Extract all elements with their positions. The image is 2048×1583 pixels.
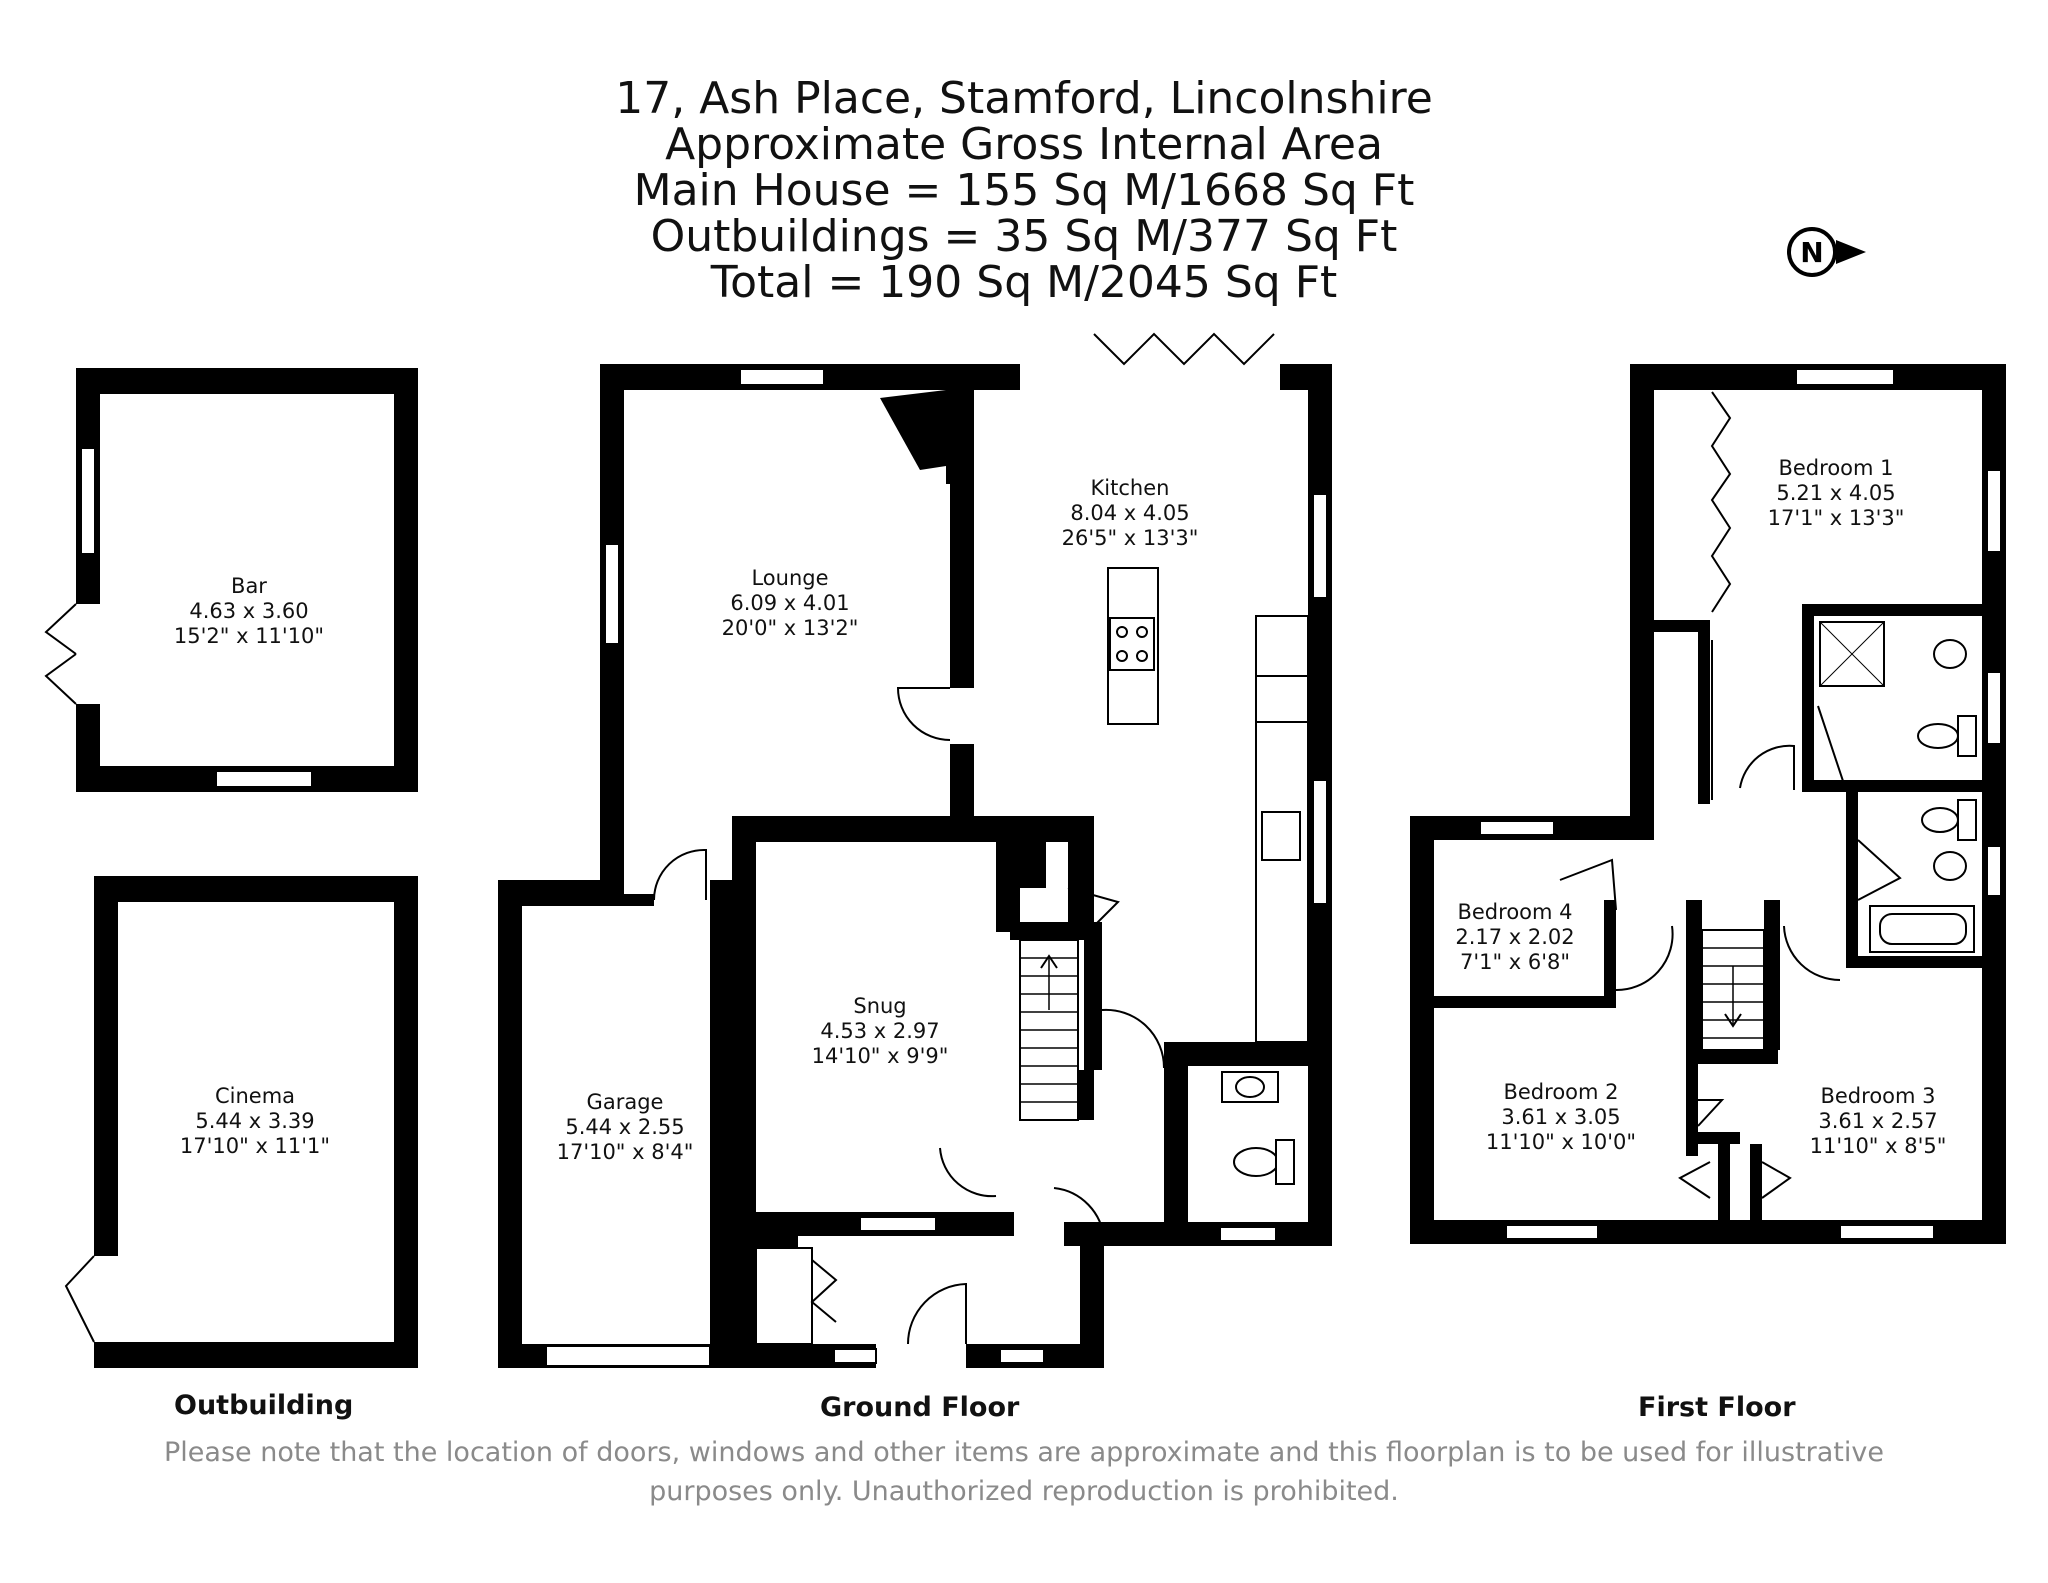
- room-cinema-metric: 5.44 x 3.39: [195, 1109, 315, 1133]
- room-bedroom-2-metric: 3.61 x 3.05: [1501, 1105, 1621, 1129]
- address-title: 17, Ash Place, Stamford, Lincolnshire: [615, 73, 1433, 124]
- cinema-walls: [94, 876, 418, 1368]
- cinema-openings: [64, 1255, 118, 1343]
- floor-label-outbuilding: Outbuilding: [174, 1390, 354, 1421]
- first-floor-openings: [1479, 368, 2002, 1240]
- room-snug-imperial: 14'10" x 9'9": [811, 1044, 949, 1068]
- room-bedroom-1-name: Bedroom 1: [1778, 456, 1894, 480]
- compass-icon: N: [1787, 227, 1866, 277]
- room-cinema-imperial: 17'10" x 11'1": [179, 1134, 331, 1158]
- room-lounge-name: Lounge: [751, 566, 829, 590]
- room-kitchen-imperial: 26'5" x 13'3": [1061, 526, 1199, 550]
- compass-letter: N: [1800, 236, 1823, 269]
- room-lounge-imperial: 20'0" x 13'2": [721, 616, 859, 640]
- room-garage-name: Garage: [586, 1090, 664, 1114]
- room-bedroom-4: Bedroom 4 2.17 x 2.02 7'1" x 6'8": [1440, 900, 1590, 975]
- room-bedroom-1: Bedroom 1 5.21 x 4.05 17'1" x 13'3": [1746, 456, 1926, 531]
- room-lounge: Lounge 6.09 x 4.01 20'0" x 13'2": [700, 566, 880, 641]
- room-bedroom-1-imperial: 17'1" x 13'3": [1767, 506, 1905, 530]
- room-bar-name: Bar: [231, 574, 267, 598]
- room-garage-imperial: 17'10" x 8'4": [556, 1140, 694, 1164]
- ground-floor-openings: [545, 332, 1328, 1367]
- room-bar-metric: 4.63 x 3.60: [189, 599, 309, 623]
- room-bedroom-3-name: Bedroom 3: [1820, 1084, 1936, 1108]
- bar-openings: [44, 447, 313, 788]
- room-garage: Garage 5.44 x 2.55 17'10" x 8'4": [530, 1090, 720, 1165]
- room-bedroom-1-metric: 5.21 x 4.05: [1776, 481, 1896, 505]
- room-bedroom-3-metric: 3.61 x 2.57: [1818, 1109, 1938, 1133]
- floor-label-first: First Floor: [1638, 1392, 1796, 1423]
- area-title: Approximate Gross Internal Area: [665, 119, 1383, 170]
- room-bedroom-3-imperial: 11'10" x 8'5": [1809, 1134, 1947, 1158]
- room-garage-metric: 5.44 x 2.55: [565, 1115, 685, 1139]
- disclaimer-line-1: Please note that the location of doors, …: [164, 1437, 1884, 1468]
- disclaimer-line-2: purposes only. Unauthorized reproduction…: [649, 1476, 1399, 1507]
- outbuildings-area: Outbuildings = 35 Sq M/377 Sq Ft: [650, 211, 1398, 262]
- room-kitchen: Kitchen 8.04 x 4.05 26'5" x 13'3": [1040, 476, 1220, 551]
- room-bedroom-2-imperial: 11'10" x 10'0": [1485, 1130, 1637, 1154]
- room-bedroom-4-imperial: 7'1" x 6'8": [1459, 950, 1571, 974]
- room-cinema-name: Cinema: [214, 1084, 296, 1108]
- room-bedroom-2: Bedroom 2 3.61 x 3.05 11'10" x 10'0": [1466, 1080, 1656, 1155]
- main-house-area: Main House = 155 Sq M/1668 Sq Ft: [633, 165, 1415, 216]
- room-kitchen-name: Kitchen: [1090, 476, 1170, 500]
- room-bedroom-4-name: Bedroom 4: [1457, 900, 1573, 924]
- total-area: Total = 190 Sq M/2045 Sq Ft: [710, 257, 1338, 308]
- room-snug-name: Snug: [853, 994, 907, 1018]
- room-lounge-metric: 6.09 x 4.01: [730, 591, 850, 615]
- room-snug-metric: 4.53 x 2.97: [820, 1019, 940, 1043]
- room-kitchen-metric: 8.04 x 4.05: [1070, 501, 1190, 525]
- room-bedroom-3: Bedroom 3 3.61 x 2.57 11'10" x 8'5": [1792, 1084, 1964, 1159]
- room-snug: Snug 4.53 x 2.97 14'10" x 9'9": [790, 994, 970, 1069]
- room-bedroom-4-metric: 2.17 x 2.02: [1455, 925, 1575, 949]
- room-bar: Bar 4.63 x 3.60 15'2" x 11'10": [156, 574, 342, 649]
- room-cinema: Cinema 5.44 x 3.39 17'10" x 11'1": [156, 1084, 354, 1159]
- floor-label-ground: Ground Floor: [820, 1392, 1020, 1423]
- room-bedroom-2-name: Bedroom 2: [1503, 1080, 1619, 1104]
- room-bar-imperial: 15'2" x 11'10": [173, 624, 325, 648]
